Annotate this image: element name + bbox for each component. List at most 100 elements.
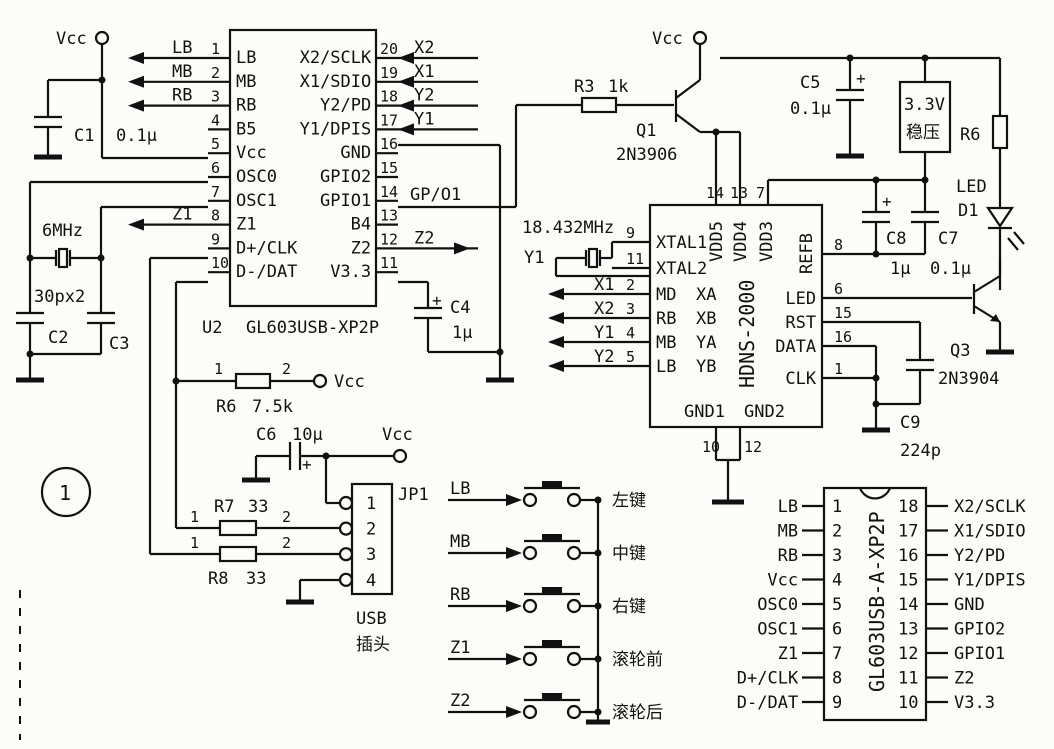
r8-ref: R8	[208, 569, 228, 589]
switch-net-label: RB	[450, 585, 470, 605]
u2-pin-number: 12	[380, 230, 398, 248]
switch-function-label: 滚轮前	[612, 650, 663, 670]
switch-button-cap	[542, 640, 562, 647]
hdns-top-pin-name: VDD5	[707, 221, 727, 262]
vcc-terminal-1	[94, 30, 110, 46]
c8-polarity: +	[882, 192, 892, 211]
c7-value: 0.1μ	[930, 259, 971, 279]
r3-q1-group: R3 1k Vcc Q1 2N3906	[514, 29, 742, 207]
u2-pin-name: X1/SDIO	[300, 72, 372, 92]
u2-pin-name: GND	[340, 143, 371, 163]
c6-value: 10μ	[292, 425, 323, 445]
arrow-left	[398, 99, 414, 112]
jp1-caption-1: USB	[356, 609, 387, 629]
pinout-pin-name: Z2	[954, 669, 974, 689]
r7-value: 33	[248, 497, 268, 517]
hdns-top-pin-number: 13	[730, 184, 748, 202]
c2-ref: C2	[48, 328, 68, 348]
switch-function-label: 中键	[612, 544, 646, 564]
r7-ref: R7	[214, 497, 234, 517]
hdns-pin-number: 6	[834, 280, 843, 298]
pinout-pin-name: Y2/PD	[954, 546, 1005, 566]
u2-pin-name: Vcc	[236, 143, 267, 163]
switch-contact-left	[522, 704, 538, 720]
switch-contact-right	[566, 598, 582, 614]
u2-pin-number: 14	[380, 183, 398, 201]
hdns-pin-number: 8	[834, 236, 843, 254]
u2-pin-number: 10	[211, 254, 229, 272]
u2-pin-number: 6	[211, 159, 220, 177]
u2-pin-number: 2	[211, 64, 220, 82]
c5-ref: C5	[800, 73, 820, 93]
pinout-pin-name: LB	[778, 497, 798, 517]
u2-pin-name: Z1	[236, 215, 256, 235]
c3-ref: C3	[109, 334, 129, 354]
u2-pin-number: 18	[380, 88, 398, 106]
junction	[594, 655, 602, 663]
r6-low-pin1: 1	[214, 360, 223, 378]
switch-contact-left	[522, 598, 538, 614]
pinout-pin-number: 18	[898, 497, 918, 517]
u2-pin-name: B5	[236, 119, 256, 139]
arrow-left	[128, 99, 144, 112]
jp1-ref: JP1	[398, 485, 429, 505]
jp1-pin-number: 1	[366, 494, 376, 514]
r6-low-ref: R6	[216, 397, 236, 417]
vcc-label-1: Vcc	[56, 29, 87, 49]
pinout-part: GL603USB-A-XP2P	[865, 511, 889, 692]
hdns-pin-name: XTAL1	[656, 233, 707, 253]
u2-pin-name: OSC1	[236, 191, 277, 211]
hdns-pin-name: DATA	[775, 337, 816, 357]
switch-button-cap	[542, 693, 562, 700]
switch-net-label: MB	[450, 532, 470, 552]
q3-part: 2N3904	[938, 369, 999, 389]
hdns-pin-number: 16	[834, 328, 852, 346]
usb-group: Vcc 1 2 R6 7.5k C6 10μ + Vcc 1 2 R7 33 1…	[148, 256, 429, 655]
pinout-pin-number: 8	[832, 669, 842, 689]
u2-pin-name: LB	[236, 48, 256, 68]
r7-pin2: 2	[282, 508, 291, 526]
pinout-pin-number: 1	[832, 497, 842, 517]
hdns-pin-number: 2	[626, 276, 635, 294]
junction	[872, 400, 880, 408]
hdns-gnd2: GND2	[744, 402, 785, 422]
switch-net-label: Z2	[450, 691, 470, 711]
pinout-pin-number: 12	[898, 644, 918, 664]
c4-value: 1μ	[452, 323, 472, 343]
arrow-left	[398, 52, 414, 64]
r3-value: 1k	[608, 77, 628, 97]
switch-contact-right	[566, 545, 582, 561]
u2-pin-number: 15	[380, 159, 398, 177]
u2-pin-number: 13	[380, 207, 398, 225]
u2-net-label: Y1	[414, 109, 434, 129]
hdns-pin-number: 1	[834, 360, 843, 378]
r6-top-body	[991, 114, 1009, 150]
pinout-notch	[858, 487, 892, 500]
arrow-left	[548, 312, 564, 324]
pinout-pin-number: 4	[832, 571, 842, 591]
hdns-top-pin-name: VDD4	[731, 221, 751, 262]
pinout-pin-name: Z1	[778, 644, 798, 664]
u2-pin-number: 7	[211, 183, 220, 201]
xtal-body	[57, 247, 69, 269]
u2-pin-name: X2/SCLK	[300, 48, 372, 68]
hdns-pin-alt: YA	[696, 333, 716, 353]
u2-net-label: RB	[172, 86, 192, 106]
q1-ref: Q1	[636, 121, 656, 141]
jp1-pin-terminal	[338, 547, 354, 562]
hdns-pin10: 10	[702, 438, 720, 456]
regulator-body	[898, 80, 952, 154]
c9-value: 224p	[900, 441, 941, 461]
r3-body	[580, 96, 618, 114]
switch-function-label: 滚轮后	[612, 703, 663, 723]
hdns-body	[648, 203, 824, 429]
hdns-pin-alt: XB	[696, 309, 716, 329]
arrow-left	[398, 123, 414, 136]
